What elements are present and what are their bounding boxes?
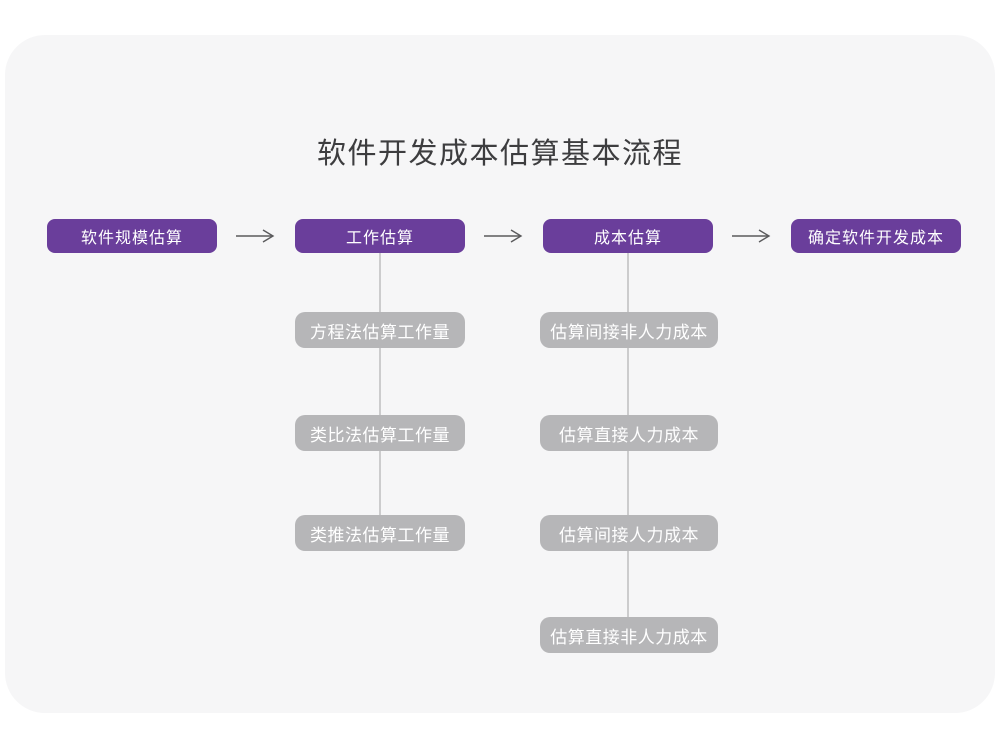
page-title: 软件开发成本估算基本流程 bbox=[316, 138, 683, 170]
arrow-right-icon bbox=[235, 228, 275, 244]
step-cost-estimation: 成本估算 bbox=[543, 219, 713, 253]
sub-step-analogy-method-effort: 类比法估算工作量 bbox=[295, 415, 465, 451]
step-software-size-estimation: 软件规模估算 bbox=[47, 219, 217, 253]
connector-line-effort-column bbox=[379, 253, 381, 515]
sub-step-equation-method-effort: 方程法估算工作量 bbox=[295, 312, 465, 348]
step-determine-development-cost: 确定软件开发成本 bbox=[791, 219, 961, 253]
sub-step-direct-non-labor-cost: 估算直接非人力成本 bbox=[540, 617, 718, 653]
sub-step-indirect-non-labor-cost: 估算间接非人力成本 bbox=[540, 312, 718, 348]
arrow-right-icon bbox=[483, 228, 523, 244]
step-effort-estimation: 工作估算 bbox=[295, 219, 465, 253]
arrow-right-icon bbox=[731, 228, 771, 244]
flowchart-card: 软件开发成本估算基本流程 软件规模估算 工作估算 成本估算 确定软件开发成本 方… bbox=[5, 35, 995, 713]
sub-step-extrapolation-method-effort: 类推法估算工作量 bbox=[295, 515, 465, 551]
sub-step-indirect-labor-cost: 估算间接人力成本 bbox=[540, 515, 718, 551]
sub-step-direct-labor-cost: 估算直接人力成本 bbox=[540, 415, 718, 451]
